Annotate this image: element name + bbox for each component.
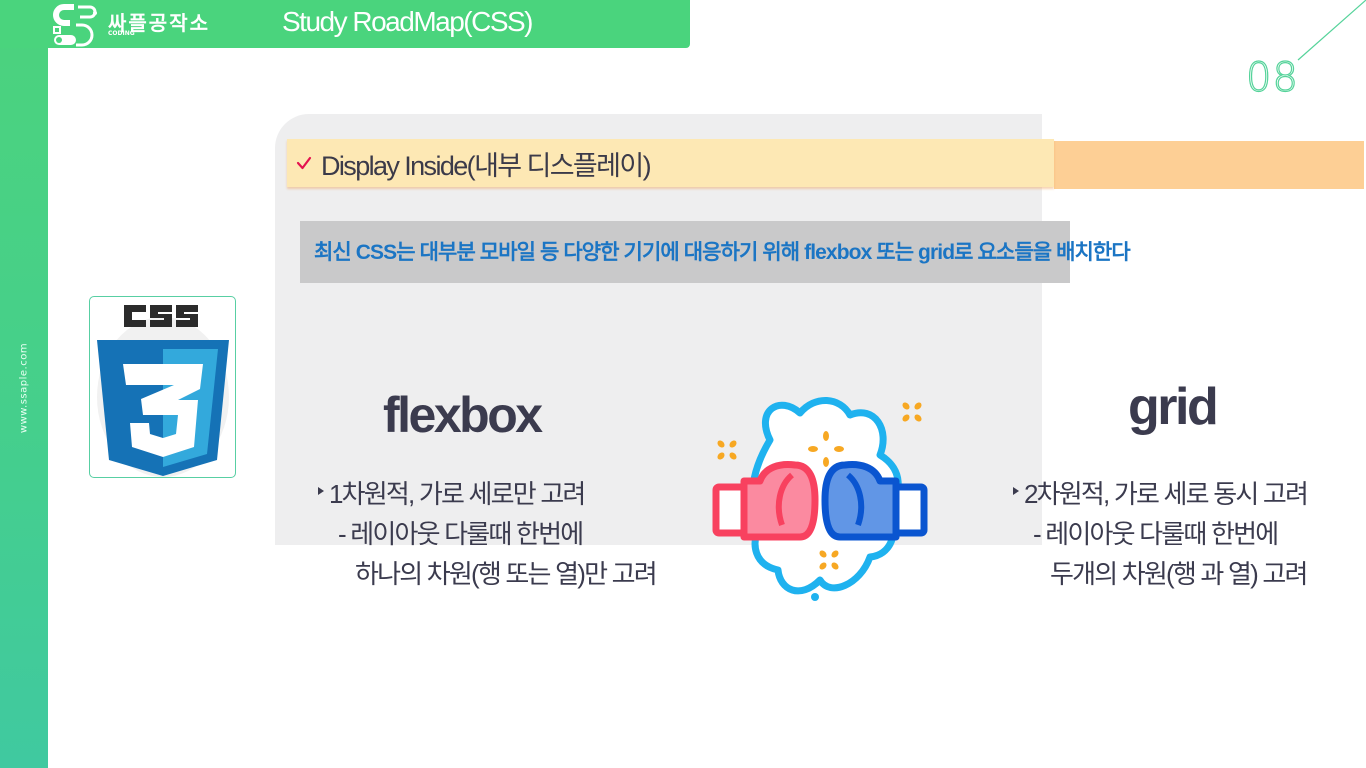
grid-title: grid: [1128, 378, 1219, 436]
summary-highlight: [300, 221, 1070, 283]
heading-accent-bar: [1054, 141, 1364, 189]
grid-description: 2차원적, 가로 세로 동시 고려 - 레이아웃 다룰때 한번에 두개의 차원(…: [1013, 474, 1309, 594]
flexbox-detail-line2: 하나의 차원(행 또는 열)만 고려: [355, 559, 658, 589]
website-url: www.ssaple.com: [18, 342, 30, 434]
brand-sub: CODING: [108, 30, 135, 37]
logo-mark-icon: [53, 3, 97, 47]
side-strip: [0, 0, 48, 768]
flexbox-detail-line1: - 레이아웃 다룰때 한번에: [338, 519, 584, 549]
decorative-line: [1297, 0, 1366, 61]
css3-logo-icon: [97, 305, 229, 477]
flexbox-description: 1차원적, 가로 세로만 고려 - 레이아웃 다룰때 한번에 하나의 차원(행 …: [318, 474, 658, 594]
boxing-gloves-icon: [712, 397, 928, 601]
slide-number: 08: [1245, 54, 1299, 101]
grid-detail-line2: 두개의 차원(행 과 열) 고려: [1050, 559, 1308, 589]
brand-name: 싸플공작소: [108, 11, 210, 35]
bullet-triangle-icon: [1013, 487, 1019, 495]
flexbox-title: flexbox: [383, 387, 543, 443]
header-bar: 싸플공작소 CODING Study RoadMap(CSS): [0, 0, 690, 48]
page-title: Study RoadMap(CSS): [282, 6, 534, 37]
grid-detail-line1: - 레이아웃 다룰때 한번에: [1033, 519, 1279, 549]
checkmark-icon: [296, 156, 312, 170]
bullet-triangle-icon: [318, 487, 324, 495]
section-heading-text: Display Inside(내부 디스플레이): [321, 150, 652, 181]
section-heading: Display Inside(내부 디스플레이): [287, 139, 1054, 187]
css3-logo-card: [89, 296, 236, 478]
summary-text: 최신 CSS는 대부분 모바일 등 다양한 기기에 대응하기 위해 flexbo…: [314, 241, 1131, 264]
brand-logo: 싸플공작소 CODING: [50, 3, 228, 47]
flexbox-bullet: 1차원적, 가로 세로만 고려: [329, 479, 586, 509]
grid-bullet: 2차원적, 가로 세로 동시 고려: [1024, 479, 1309, 509]
